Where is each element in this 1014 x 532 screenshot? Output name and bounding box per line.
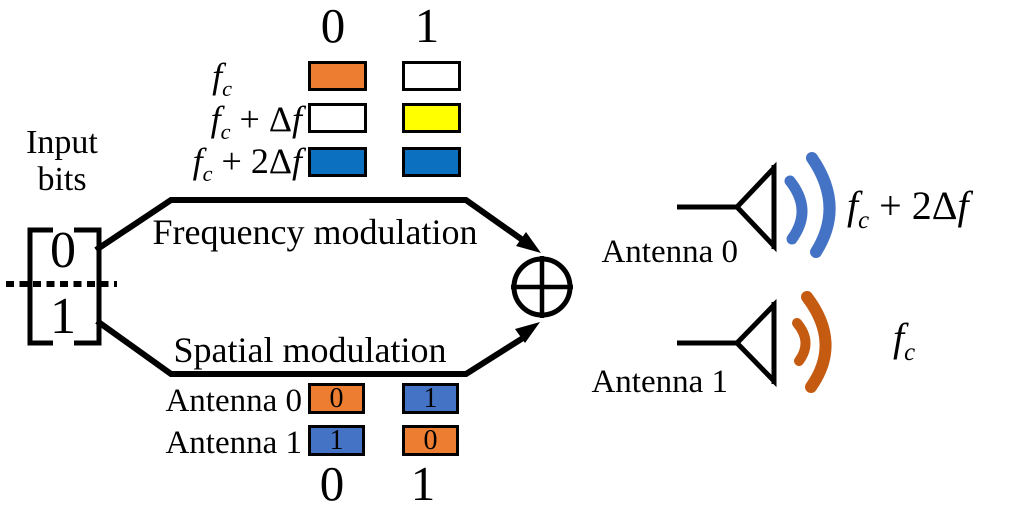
spatial-modulation-label: Spatial modulation xyxy=(173,330,447,370)
antenna0-triangle-icon xyxy=(733,161,777,253)
math-sub-c: c xyxy=(202,161,213,187)
antenna0-label: Antenna 0 xyxy=(601,234,738,270)
frequency-branch-arrowhead-icon xyxy=(516,232,541,253)
antenna0-wave-inner-arc-icon xyxy=(784,175,808,245)
freq-cell-r1c0 xyxy=(308,103,367,133)
spatial-table-col-header-1: 1 xyxy=(410,456,436,511)
freq-cell-r2c0 xyxy=(308,147,367,177)
math-f: f xyxy=(893,315,905,360)
antenna1-wave-outer-arc-icon xyxy=(801,291,832,393)
math-mid: + 2 xyxy=(869,183,932,228)
spatial-cell-r1c1: 0 xyxy=(402,425,459,456)
spatial-cell-value: 1 xyxy=(329,424,344,456)
spatial-cell-r0c1: 1 xyxy=(402,383,459,414)
math-f: f xyxy=(847,183,859,228)
math-delta: Δ xyxy=(268,141,292,181)
frequency-modulation-label: Frequency modulation xyxy=(152,212,478,252)
vector-bit-bottom: 1 xyxy=(50,288,76,345)
freq-row-label-fc-df: fc + Δf xyxy=(100,99,302,143)
math-f: f xyxy=(192,141,203,181)
frequency-branch-arrow-line xyxy=(94,197,526,253)
antenna1-frequency-label: fc xyxy=(893,315,915,365)
spatial-branch-arrowhead-icon xyxy=(515,322,540,343)
freq-row-label-fc: fc xyxy=(100,56,302,100)
math-mid: + xyxy=(230,99,269,139)
input-bits-label: Input bits xyxy=(8,124,116,198)
antenna1-label: Antenna 1 xyxy=(591,364,728,400)
math-sub-c: c xyxy=(220,119,231,145)
antenna0-frequency-label: fc + 2Δf xyxy=(847,183,969,233)
freq-table-col-header-0: 0 xyxy=(320,0,346,53)
math-f: f xyxy=(212,56,223,96)
freq-cell-r0c0 xyxy=(308,61,367,91)
spatial-cell-value: 0 xyxy=(423,424,438,456)
spatial-row-label-antenna1: Antenna 1 xyxy=(165,425,302,461)
math-delta: Δ xyxy=(931,183,958,228)
math-sub-c: c xyxy=(222,76,232,102)
math-f2: f xyxy=(957,183,969,228)
freq-cell-r0c1 xyxy=(402,61,461,91)
math-f2: f xyxy=(291,99,302,139)
math-sub-c: c xyxy=(858,207,870,234)
math-mid: + 2 xyxy=(212,141,269,181)
antenna1-triangle-icon xyxy=(733,298,777,388)
vector-right-bracket xyxy=(74,227,102,346)
antenna0-wave-outer-arc-icon xyxy=(806,152,836,258)
spatial-cell-r0c0: 0 xyxy=(308,383,365,414)
freq-table-col-header-1: 1 xyxy=(414,0,440,53)
spatial-table-col-header-0: 0 xyxy=(319,456,345,511)
antenna1-wave-inner-arc-icon xyxy=(792,318,811,366)
freq-row-label-fc-2df: fc + 2Δf xyxy=(100,141,302,185)
math-f2: f xyxy=(291,141,302,181)
spatial-cell-value: 0 xyxy=(329,382,344,414)
freq-cell-r2c1 xyxy=(402,147,461,177)
vector-bit-top: 0 xyxy=(50,222,76,279)
freq-cell-r1c1 xyxy=(402,103,461,133)
input-bits-line1: Input xyxy=(26,124,98,161)
spatial-cell-value: 1 xyxy=(423,382,438,414)
spatial-row-label-antenna0: Antenna 0 xyxy=(165,383,302,419)
spatial-branch-arrow-line xyxy=(95,318,525,377)
math-sub-c: c xyxy=(904,339,916,366)
spatial-cell-r1c0: 1 xyxy=(308,425,365,456)
input-bits-line2: bits xyxy=(37,161,87,198)
math-delta: Δ xyxy=(268,99,292,139)
vector-left-bracket xyxy=(27,227,53,346)
math-f: f xyxy=(210,99,221,139)
